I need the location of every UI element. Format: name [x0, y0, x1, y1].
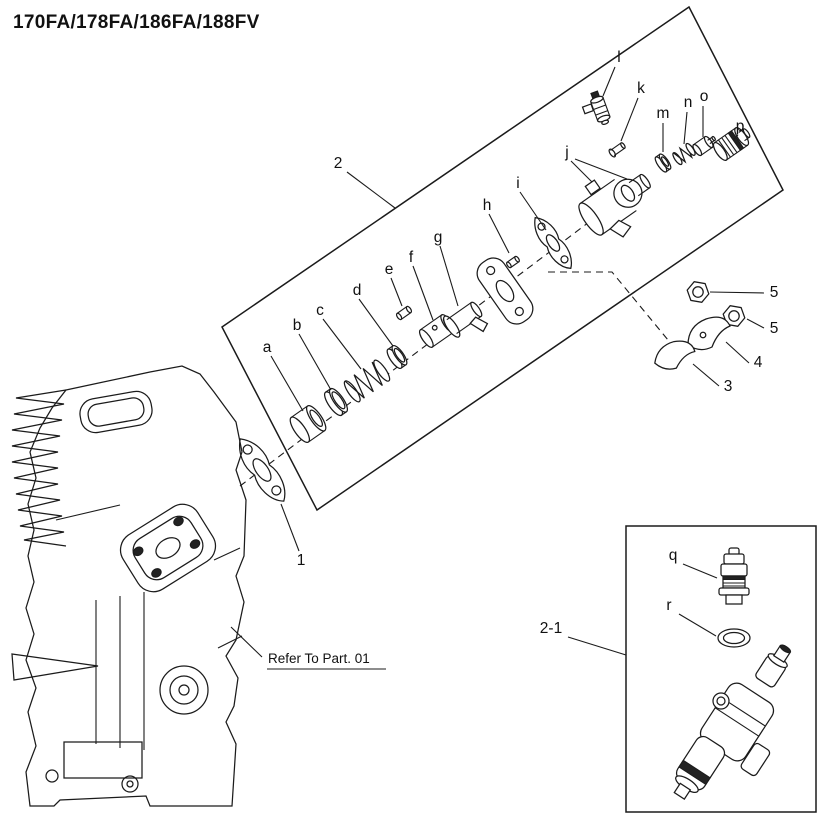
label-e: e [385, 261, 394, 278]
part-5-nut-lower [722, 305, 746, 327]
part-c-spring [343, 359, 391, 403]
refer-note-group: Refer To Part. 01 [230, 626, 386, 670]
leader-lines [270, 66, 765, 552]
part-3-bracket [654, 340, 696, 370]
label-r: r [666, 597, 671, 614]
label-a: a [263, 339, 272, 356]
pump-mounting-plate [476, 257, 534, 325]
part-a-bushing [289, 404, 327, 444]
part-l-banjo-fitting [581, 90, 611, 125]
crankcase-boss [159, 665, 209, 715]
side-fin [11, 653, 99, 681]
label-h: h [483, 197, 492, 214]
label-o: o [700, 88, 709, 105]
part-p-union-fitting [712, 127, 751, 161]
part-i-gasket [534, 216, 572, 270]
part-m-washer [654, 153, 672, 173]
part-4-clamp-plate [687, 316, 731, 351]
label-m: m [657, 105, 670, 122]
label-l: l [617, 49, 620, 66]
callout-5-upper: 5 [770, 284, 779, 301]
callout-1: 1 [297, 552, 306, 569]
exploded-assembly [239, 90, 751, 502]
label-p: p [736, 118, 745, 135]
top-opening [79, 390, 153, 434]
part-1-gasket [239, 438, 286, 502]
crankcase-outline [25, 365, 247, 807]
part-b-ring [323, 387, 349, 417]
label-j: j [564, 144, 568, 161]
callout-3: 3 [724, 378, 733, 395]
callout-2: 2 [334, 155, 343, 172]
label-d: d [353, 282, 362, 299]
label-i: i [516, 175, 519, 192]
part-k-screw [608, 142, 626, 158]
refer-note: Refer To Part. 01 [268, 651, 370, 666]
label-k: k [637, 80, 645, 97]
part-q-valve-holder [718, 547, 750, 605]
cooling-fins [11, 389, 67, 547]
part-j-pump-body [578, 173, 651, 238]
label-n: n [684, 94, 693, 111]
part-g-plunger [443, 301, 489, 338]
inset-assembly: 2-1 [540, 525, 817, 813]
inset-pump-body [673, 644, 792, 801]
branch-dashed-line [548, 271, 669, 341]
part-r-seal-ring [717, 628, 751, 648]
part-h-pin [506, 255, 520, 269]
part-5-nut-upper [686, 281, 710, 303]
label-c: c [316, 302, 324, 319]
label-q: q [669, 547, 678, 564]
callout-4: 4 [754, 354, 763, 371]
base-window [63, 741, 143, 779]
callout-5-lower: 5 [770, 320, 779, 337]
label-b: b [293, 317, 302, 334]
page-title: 170FA/178FA/186FA/188FV [13, 12, 260, 33]
engine-block-drawing [11, 365, 247, 807]
part-e-pin [395, 305, 413, 321]
pump-mount-pad [119, 503, 217, 593]
part-o-delivery-valve [692, 135, 716, 157]
inset-box-frame [625, 525, 817, 813]
part-d-washer [386, 344, 408, 370]
label-g: g [434, 229, 443, 246]
callout-2-1: 2-1 [540, 620, 562, 637]
label-f: f [409, 249, 414, 266]
callout-labels: a b c d e f g h i j k l m n o p 1 2 3 4 … [263, 49, 779, 569]
